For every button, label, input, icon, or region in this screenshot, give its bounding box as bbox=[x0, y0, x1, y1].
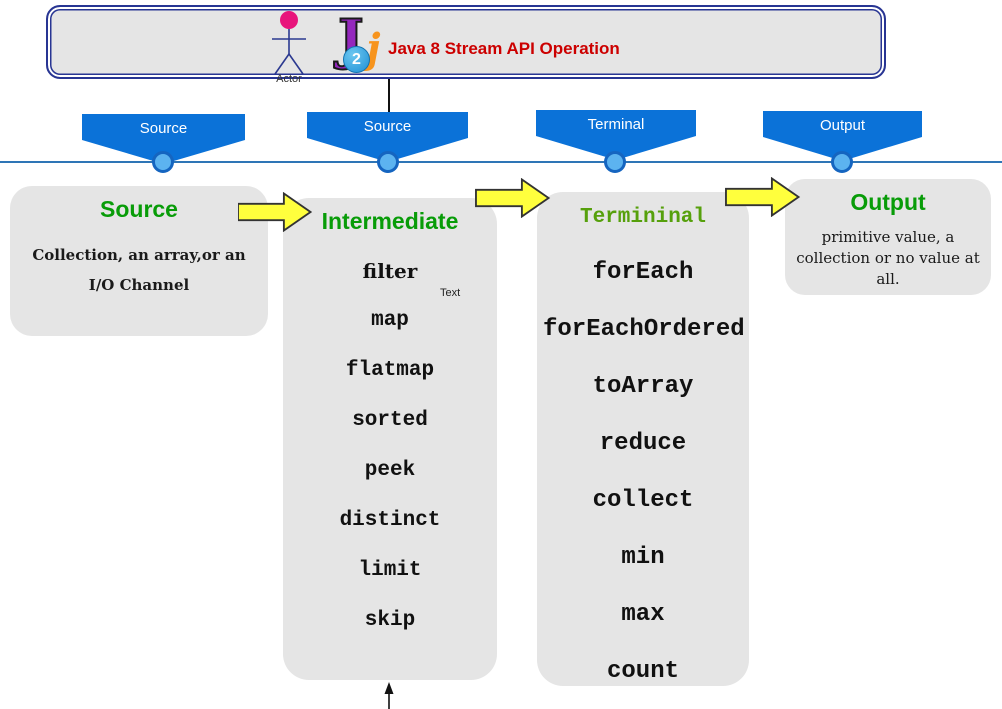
terminal-op-list: forEach forEachOrdered toArray reduce co… bbox=[537, 244, 749, 686]
timeline-node-1[interactable] bbox=[152, 151, 174, 173]
arrow-terminal-to-output[interactable] bbox=[720, 177, 806, 217]
timeline-node-4[interactable] bbox=[831, 151, 853, 173]
terminal-op-count: count bbox=[606, 658, 679, 685]
intermediate-op-peek: peek bbox=[364, 459, 416, 482]
source-box[interactable]: Source Collection, an array,or an I/O Ch… bbox=[10, 186, 268, 336]
banner-label: Terminal bbox=[587, 116, 645, 133]
banner-label: Source bbox=[139, 120, 188, 137]
java2-logo-icon: j J 2 bbox=[336, 6, 388, 81]
intermediate-box-title: Intermediate bbox=[321, 208, 459, 234]
intermediate-op-skip: skip bbox=[364, 609, 416, 632]
arrow-intermediate-to-terminal[interactable] bbox=[473, 178, 553, 218]
timeline-node-2[interactable] bbox=[377, 151, 399, 173]
terminal-op-foreach: forEach bbox=[592, 259, 694, 286]
terminal-op-toarray: toArray bbox=[592, 373, 694, 400]
intermediate-box[interactable]: Intermediate filter map flatmap sorted p… bbox=[283, 198, 497, 680]
arrow-source-to-intermediate[interactable] bbox=[238, 192, 312, 232]
intermediate-op-limit: limit bbox=[358, 559, 422, 582]
intermediate-op-distinct: distinct bbox=[339, 509, 441, 532]
output-box-title: Output bbox=[850, 189, 926, 215]
header-connector-line bbox=[388, 79, 390, 114]
terminal-op-reduce: reduce bbox=[599, 430, 687, 457]
output-box[interactable]: Output primitive value, a collection or … bbox=[785, 179, 991, 295]
banner-label: Output bbox=[819, 117, 866, 134]
intermediate-op-map: map bbox=[371, 309, 409, 332]
intermediate-op-filter: filter bbox=[362, 259, 418, 283]
header-shape[interactable]: Actor j J 2 Java 8 Stream API Operation bbox=[46, 5, 886, 85]
terminal-op-collect: collect bbox=[592, 487, 694, 514]
source-box-body: Collection, an array,or an I/O Channel bbox=[32, 246, 246, 294]
intermediate-op-list: filter map flatmap sorted peek distinct … bbox=[283, 246, 497, 646]
timeline-node-3[interactable] bbox=[604, 151, 626, 173]
banner-label: Source bbox=[363, 118, 412, 135]
diagram-title: Java 8 Stream API Operation bbox=[388, 39, 620, 58]
intermediate-op-sorted: sorted bbox=[352, 409, 428, 432]
actor-label: Actor bbox=[276, 73, 302, 85]
intermediate-op-flatmap: flatmap bbox=[345, 359, 435, 382]
timeline-line bbox=[0, 161, 1002, 163]
source-box-title: Source bbox=[100, 196, 178, 222]
terminal-op-max: max bbox=[621, 601, 665, 628]
terminal-box-title: Termininal bbox=[579, 206, 707, 229]
actor-icon bbox=[272, 11, 306, 75]
output-box-body: primitive value, a collection or no valu… bbox=[796, 228, 980, 288]
terminal-op-foreachordered: forEachOrdered bbox=[543, 316, 745, 343]
terminal-box[interactable]: Termininal forEach forEachOrdered toArra… bbox=[537, 192, 749, 686]
java-logo-2-badge: 2 bbox=[343, 46, 370, 73]
bottom-connector-arrow[interactable] bbox=[379, 681, 399, 709]
terminal-op-min: min bbox=[621, 544, 665, 571]
stray-text-label[interactable]: Text bbox=[440, 287, 461, 299]
